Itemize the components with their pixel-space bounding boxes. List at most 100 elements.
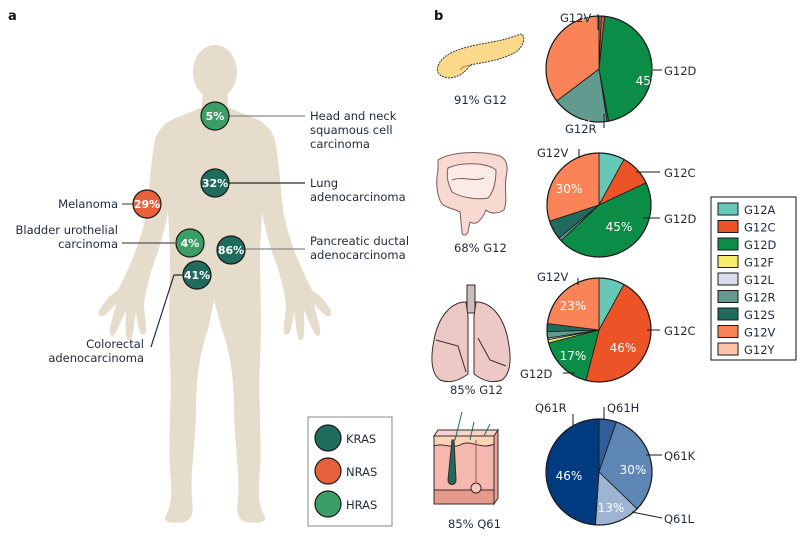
callout-g12v: G12V <box>537 146 580 160</box>
site-label-line: Pancreatic ductal <box>310 234 409 248</box>
mutation-legend-item-g12y: G12Y <box>717 342 776 357</box>
site-label-line: adenocarcinoma <box>310 248 406 262</box>
callout-label: G12V <box>537 270 569 284</box>
site-label-line: Colorectal <box>86 337 144 351</box>
pie-charts: 45%17%35%45%30%46%17%23%30%13%46% <box>545 10 663 526</box>
callout-q61k: Q61K <box>646 449 696 463</box>
legend-label: G12S <box>744 308 775 322</box>
callout-g12d: G12D <box>653 64 697 78</box>
mutation-legend-item-g12a: G12A <box>717 202 776 217</box>
pie-slice-g12d <box>598 15 653 122</box>
site-marker-melanoma: 29% <box>132 189 162 219</box>
slice-percent-g12c: 46% <box>610 341 637 355</box>
legend-swatch <box>717 220 739 233</box>
legend-label: HRAS <box>346 498 377 512</box>
slice-percent-q61l: 13% <box>598 501 625 515</box>
marker-percent: 32% <box>202 177 228 190</box>
legend-swatch <box>717 202 739 216</box>
slice-percent-g12d: 45% <box>606 220 633 234</box>
legend-label: NRAS <box>346 465 377 479</box>
legend-label: G12V <box>744 326 776 340</box>
isoform-legend-item-nras: NRAS <box>314 457 377 485</box>
marker-circle <box>182 260 212 290</box>
marker-circle <box>216 235 246 265</box>
site-marker-bladder: 4% <box>175 228 205 258</box>
site-label-line: Bladder urothelial <box>16 223 119 237</box>
site-label-line: squamous cell <box>310 123 393 137</box>
callout-q61l: Q61L <box>631 511 695 526</box>
callout-label: G12C <box>664 166 696 180</box>
panel-a-leader-lines <box>122 115 305 348</box>
slice-percent-g12v: 35% <box>564 10 591 24</box>
marker-percent: 5% <box>206 110 225 123</box>
site-markers: 5%32%29%4%86%41% <box>132 101 246 290</box>
legend-label: G12C <box>744 221 776 235</box>
callout-label: G12V <box>537 146 569 160</box>
slice-percent-g12d: 17% <box>560 349 587 363</box>
marker-circle <box>132 189 162 219</box>
callout-q61r: Q61R <box>535 401 574 426</box>
slice-percent-q61r: 46% <box>556 469 583 483</box>
callout-g12c: G12C <box>636 166 696 180</box>
legend-label: G12F <box>744 256 774 270</box>
pie-outline <box>545 418 653 526</box>
legend-label: G12L <box>744 273 775 287</box>
mutation-legend-item-g12l: G12L <box>717 272 775 287</box>
mutation-legend: G12A G12C G12D G12F G12L G12R G12S G12V G12Y <box>710 196 797 361</box>
mutation-legend-item-g12d: G12D <box>717 237 777 252</box>
callout-g12d: G12D <box>643 212 697 226</box>
legend-label: G12R <box>744 291 776 305</box>
callout-q61h: Q61H <box>603 401 639 420</box>
site-label-line: Melanoma <box>58 197 118 211</box>
legend-label: KRAS <box>346 432 376 446</box>
callout-label: Q61L <box>664 512 695 526</box>
isoform-legend: KRAS NRAS HRAS <box>307 416 393 527</box>
pie-skin: 30% 13% 46% <box>545 418 653 526</box>
legend-swatch <box>717 307 739 321</box>
slice-percent-q61k: 30% <box>620 463 647 477</box>
colon-illustration <box>436 152 508 236</box>
site-label-line: carcinoma <box>58 237 118 251</box>
slice-percent-g12v: 23% <box>560 299 587 313</box>
isoform-legend-item-hras: HRAS <box>314 490 377 518</box>
pie-pancreas: 45%17%35% <box>545 10 663 132</box>
legend-swatch <box>314 457 342 485</box>
marker-percent: 29% <box>134 198 160 211</box>
site-marker-pancreatic: 86% <box>216 235 246 265</box>
site-label-melanoma: Melanoma <box>58 197 118 211</box>
legend-label: G12D <box>744 238 777 252</box>
legend-swatch <box>717 255 739 268</box>
mutation-legend-item-g12r: G12R <box>717 290 776 305</box>
site-marker-head-neck: 5% <box>200 101 230 131</box>
marker-circle <box>200 168 230 198</box>
mutation-legend-item-g12f: G12F <box>717 255 774 270</box>
slice-percent-g12v: 30% <box>556 182 583 196</box>
leader-colorectal <box>150 274 184 348</box>
lung-illustration <box>431 284 511 383</box>
pie-colon: 45% 30% <box>546 152 652 258</box>
marker-circle <box>175 228 205 258</box>
marker-percent: 4% <box>181 237 200 250</box>
site-label-line: adenocarcinoma <box>310 190 406 204</box>
legend-swatch <box>717 325 739 338</box>
skin-caption: 85% Q61 <box>448 517 501 531</box>
mutation-legend-item-g12c: G12C <box>717 220 776 235</box>
isoform-legend-item-kras: KRAS <box>314 424 376 452</box>
mutation-legend-item-g12s: G12S <box>717 307 775 322</box>
slice-percent-g12d: 45% <box>636 74 663 88</box>
panel-b-label: b <box>434 9 443 24</box>
skin-illustration <box>433 411 499 506</box>
callout-g12c: G12C <box>647 324 696 338</box>
legend-swatch <box>717 272 739 286</box>
callout-label: G12V <box>560 11 592 25</box>
site-label-line: Head and neck <box>310 109 397 123</box>
legend-swatch <box>717 237 739 251</box>
callout-label: G12R <box>565 122 597 136</box>
callout-label: Q61H <box>607 401 639 415</box>
legend-label: G12Y <box>744 343 776 357</box>
